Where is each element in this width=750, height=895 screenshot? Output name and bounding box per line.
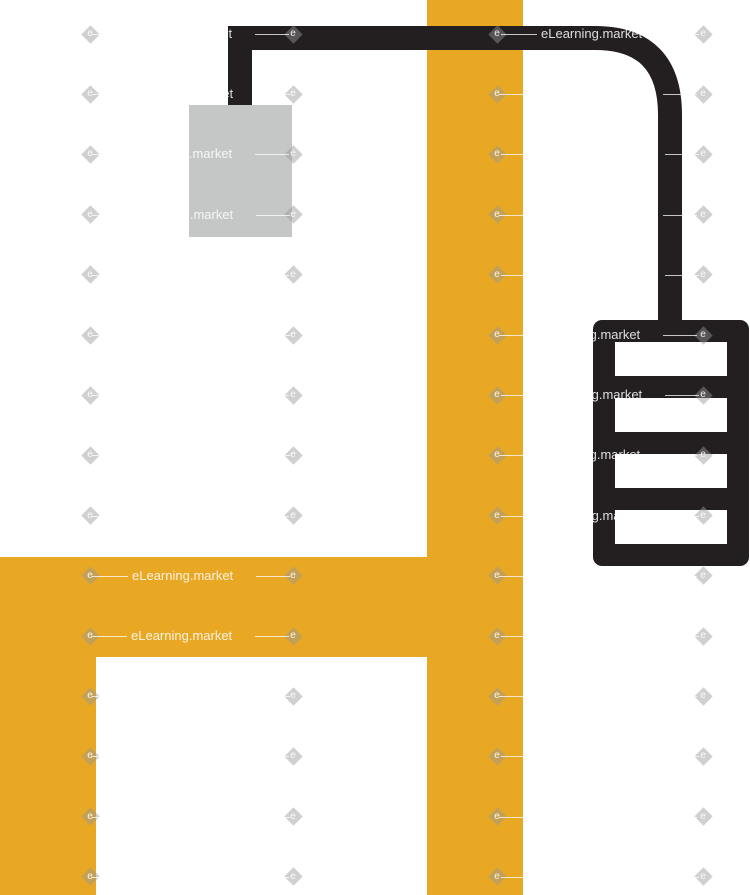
trace-vertical-left [0, 557, 96, 895]
connector-block-icon [189, 105, 292, 237]
cable-wire [228, 26, 682, 335]
trace-vertical-main [427, 0, 523, 895]
port-slot [615, 342, 727, 376]
port-stack-icon [593, 320, 749, 566]
port-slot [615, 454, 727, 488]
port-slot [615, 510, 727, 544]
port-slot [615, 398, 727, 432]
port-stack-body [593, 320, 749, 566]
